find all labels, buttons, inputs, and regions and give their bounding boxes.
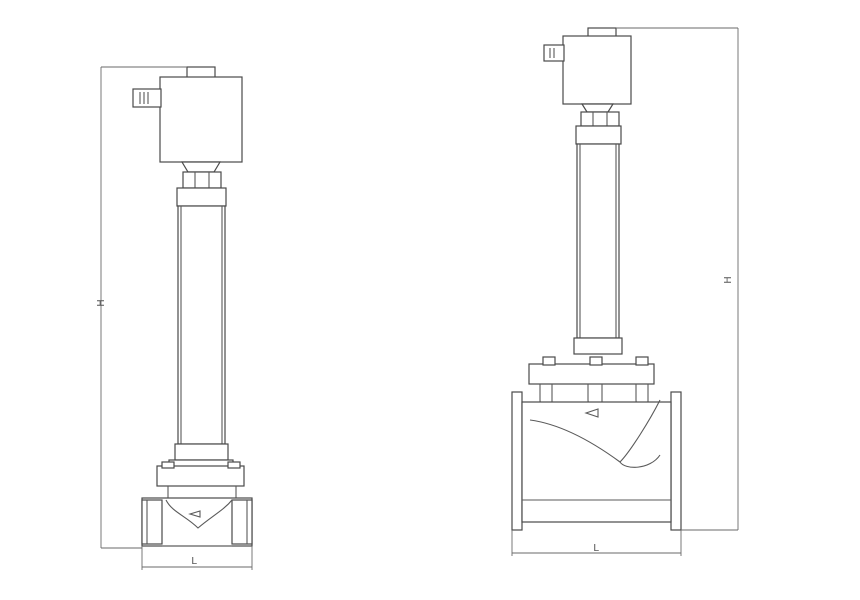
left-height-dimension bbox=[100, 66, 187, 549]
left-upper-nut bbox=[176, 171, 227, 207]
left-length-dimension bbox=[141, 546, 253, 570]
left-length-label: L bbox=[191, 556, 197, 567]
right-length-dimension bbox=[511, 530, 682, 556]
right-height-label: H bbox=[723, 276, 734, 284]
right-valve-body bbox=[511, 391, 682, 531]
right-bonnet bbox=[528, 356, 655, 410]
right-upper-nut bbox=[575, 111, 622, 145]
left-height-label: H bbox=[96, 299, 107, 307]
right-extension-tube bbox=[576, 143, 620, 339]
right-lower-nut bbox=[573, 337, 623, 355]
left-solenoid-coil bbox=[132, 66, 243, 173]
right-length-label: L bbox=[593, 543, 599, 554]
left-lower-nut bbox=[168, 443, 234, 469]
right-height-dimension bbox=[616, 27, 739, 531]
left-bonnet bbox=[156, 461, 245, 500]
right-solenoid-coil bbox=[543, 27, 632, 113]
left-valve-body bbox=[141, 497, 253, 547]
left-extension-tube bbox=[177, 205, 226, 445]
left-valve: H L bbox=[96, 66, 253, 570]
right-valve: H L bbox=[511, 27, 739, 556]
